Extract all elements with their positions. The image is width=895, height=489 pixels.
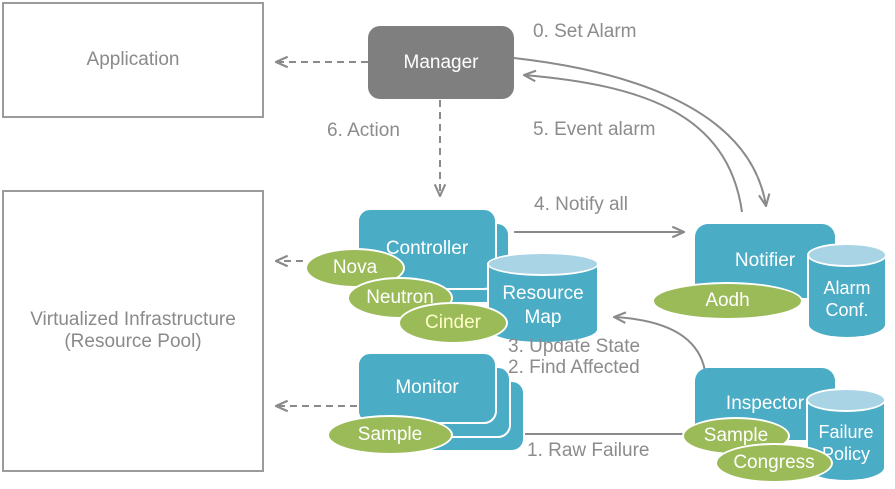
inspector-sample-label: Sample [703,425,769,446]
manager-node: Manager [368,26,514,99]
failure-policy-label: Failure Policy [818,421,874,465]
application-box: Application [2,2,264,118]
virtualized-infrastructure-label: Virtualized Infrastructure (Resource Poo… [30,309,236,352]
aodh-label: Aodh [705,290,750,311]
alarm-conf-cylinder-top [807,243,887,267]
resource-map-cylinder-top [487,252,599,276]
resource-map-cylinder: Resource Map [487,252,599,344]
failure-policy-cylinder: Failure Policy [806,388,886,482]
monitor-node: Monitor [357,352,497,424]
inspector-label: Inspector [725,393,805,414]
notify-all-label: 4. Notify all [534,194,628,215]
aodh-ellipse: Aodh [652,282,803,320]
update-state-label: 3. Update State [508,336,641,357]
congress-ellipse: Congress [715,443,833,483]
arrow-event-alarm [524,75,743,213]
manager-label: Manager [403,51,479,73]
neutron-label: Neutron [366,287,434,308]
arrow-set-alarm [513,57,766,206]
action-label: 6. Action [327,120,400,141]
alarm-conf-cylinder-body [807,254,887,339]
application-label: Application [86,49,180,70]
nova-label: Nova [332,257,378,278]
monitor-label: Monitor [395,377,459,398]
set-alarm-label: 0. Set Alarm [533,21,637,42]
failure-policy-cylinder-top [806,388,886,412]
event-alarm-label: 5. Event alarm [533,119,656,140]
resource-map-label: Resource Map [502,283,584,328]
controller-label: Controller [385,238,469,259]
alarm-conf-cylinder: Alarm Conf. [807,243,887,339]
virtualized-infrastructure-box: Virtualized Infrastructure (Resource Poo… [2,190,264,472]
find-affected-label: 2. Find Affected [508,357,640,378]
resource-map-cylinder-body [487,263,599,344]
monitor-sample-ellipse: Sample [327,415,453,455]
monitor-sample-label: Sample [357,424,423,445]
congress-label: Congress [733,452,815,473]
cinder-ellipse: Cinder [398,302,508,344]
alarm-conf-label: Alarm Conf. [823,277,871,321]
arrow-update-state-find-affected [614,317,706,372]
cinder-label: Cinder [425,312,481,333]
notifier-label: Notifier [734,250,796,271]
raw-failure-label: 1. Raw Failure [527,440,650,461]
